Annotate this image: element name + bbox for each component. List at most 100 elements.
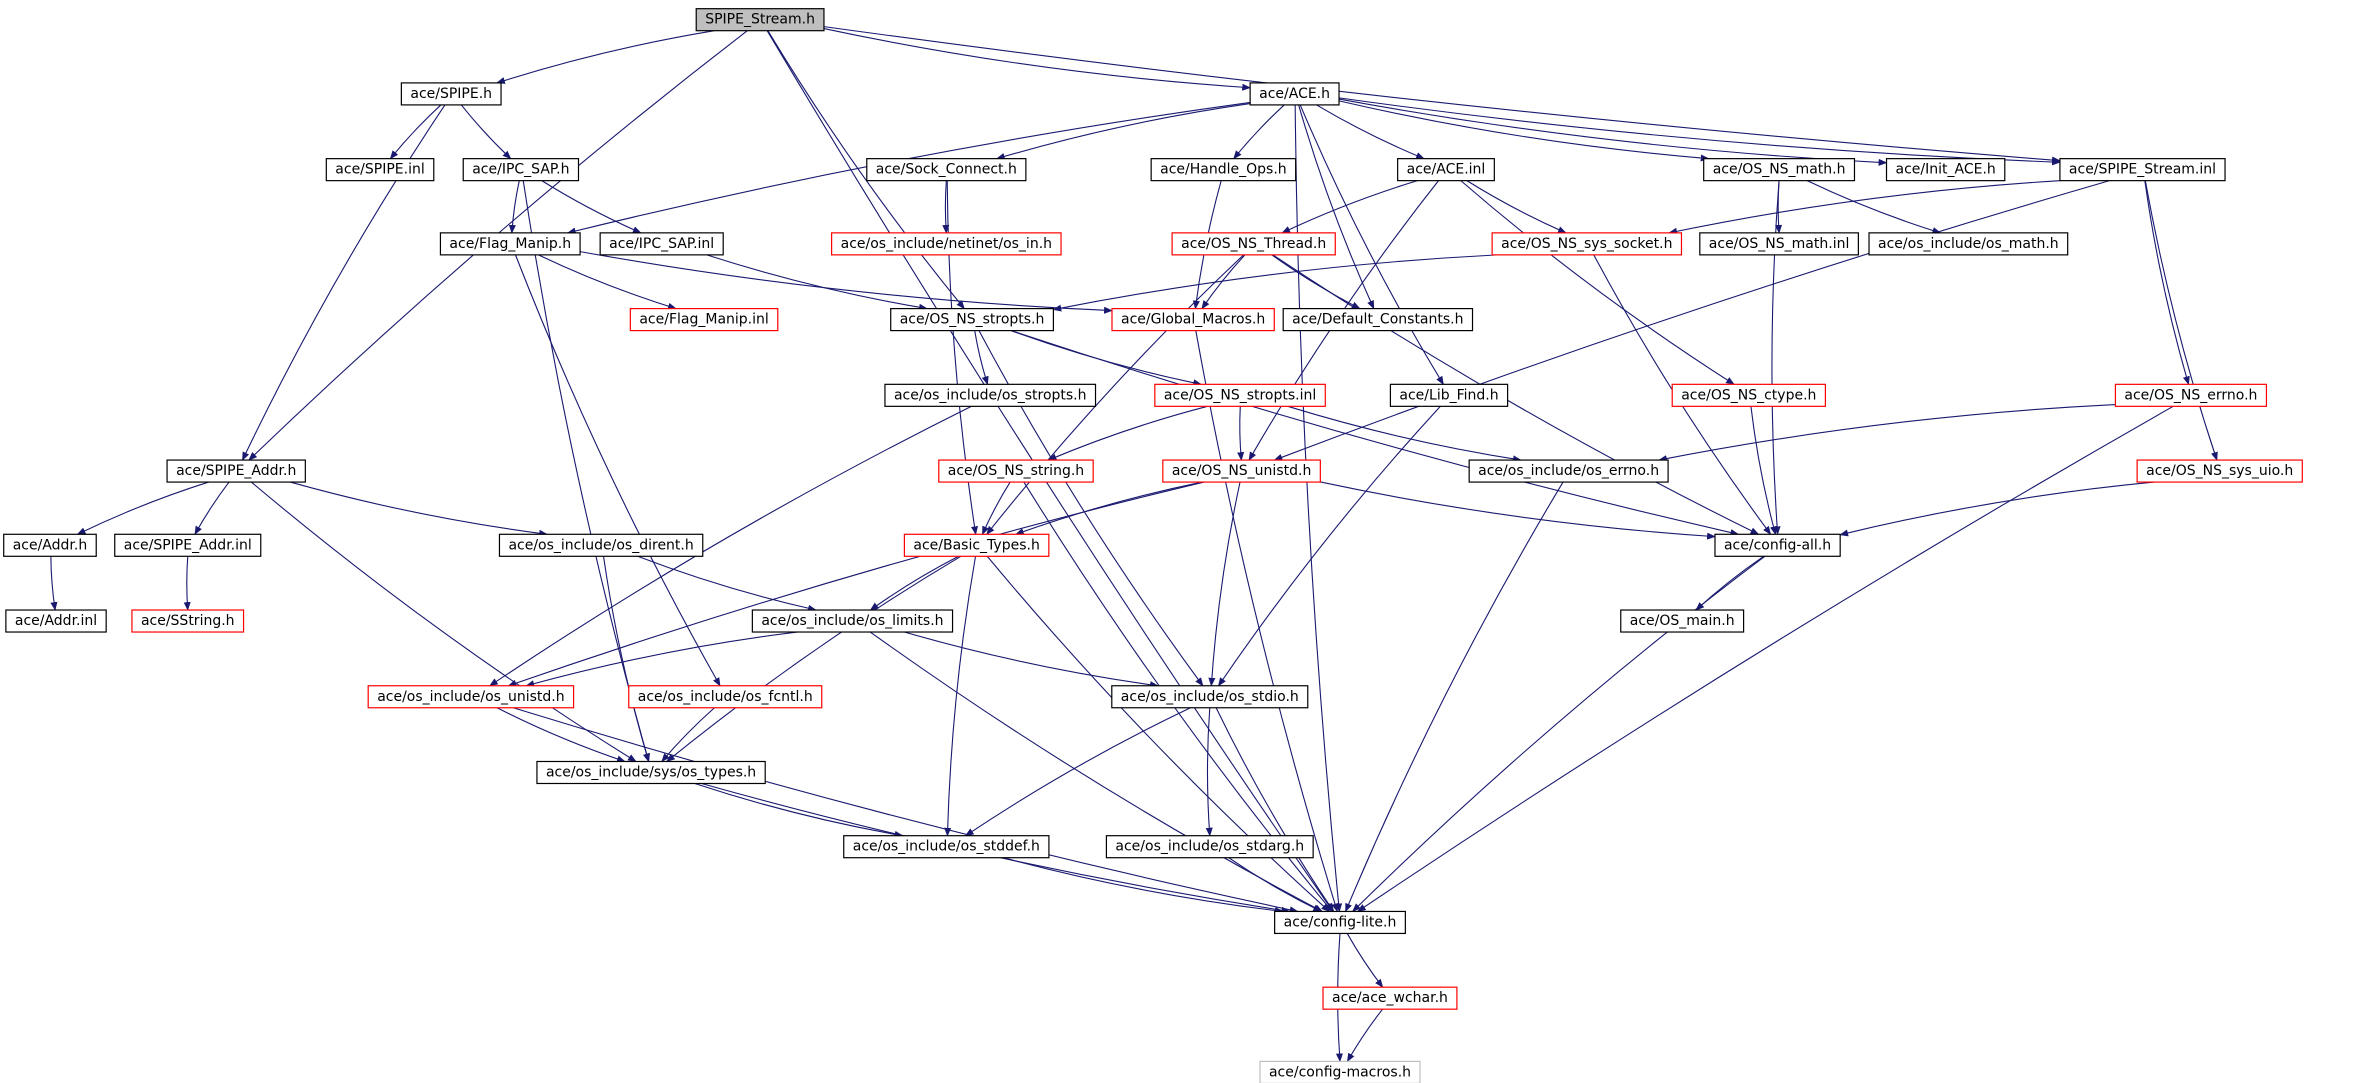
edge-ace-ace-inl-to-ace-os-ns-thread-h — [1281, 180, 1418, 234]
edge-ace-spipe-addr-h-to-ace-addr-h — [76, 481, 209, 535]
edge-os-stdio-h-to-os-stdarg-h — [1205, 707, 1213, 837]
node-label: ace/Handle_Ops.h — [1160, 162, 1287, 178]
node-label: ace/os_include/os_errno.h — [1478, 463, 1659, 479]
node-ace-os-ns-string-h[interactable]: ace/OS_NS_string.h — [938, 459, 1094, 483]
node-ace-os-ns-stropts-inl[interactable]: ace/OS_NS_stropts.inl — [1154, 383, 1326, 407]
node-box — [1885, 158, 2006, 182]
node-ace-spipe-inl[interactable]: ace/SPIPE.inl — [325, 158, 435, 182]
node-ace-lib-find-h[interactable]: ace/Lib_Find.h — [1389, 383, 1509, 407]
edge-ace-ipc-sap-inl-to-ace-os-ns-stropts-h — [706, 254, 928, 311]
node-ace-os-ns-thread-h[interactable]: ace/OS_NS_Thread.h — [1171, 232, 1336, 256]
node-ace-os-ns-sys-socket-h[interactable]: ace/OS_NS_sys_socket.h — [1491, 232, 1683, 256]
node-box — [325, 158, 435, 182]
node-box — [1249, 82, 1340, 106]
node-label: ace/os_include/os_unistd.h — [377, 689, 564, 705]
node-box — [1282, 307, 1474, 332]
node-label: ace/os_include/os_dirent.h — [508, 537, 693, 553]
node-ace-ace-h[interactable]: ace/ACE.h — [1249, 82, 1340, 106]
node-os-errno-h[interactable]: ace/os_include/os_errno.h — [1468, 459, 1669, 483]
edge-ace-os-ns-sys-uio-h-to-ace-config-all-h — [1839, 481, 2155, 537]
node-box — [884, 383, 1097, 407]
node-box — [1322, 986, 1458, 1010]
node-box — [1491, 232, 1683, 256]
node-os-in-h[interactable]: ace/os_include/netinet/os_in.h — [831, 232, 1062, 256]
node-box — [498, 533, 704, 557]
node-ace-spipe-addr-inl[interactable]: ace/SPIPE_Addr.inl — [114, 533, 262, 557]
node-ace-os-ns-stropts-h[interactable]: ace/OS_NS_stropts.h — [890, 307, 1055, 332]
edge-ace-os-ns-stropts-inl-to-os-errno-h — [1287, 405, 1522, 463]
node-box — [1111, 685, 1309, 709]
node-box — [1714, 533, 1841, 557]
node-box — [938, 459, 1094, 483]
node-os-math-h[interactable]: ace/os_include/os_math.h — [1868, 232, 2069, 256]
node-box — [1389, 383, 1509, 407]
node-ace-config-lite-h[interactable]: ace/config-lite.h — [1274, 910, 1406, 935]
node-ace-flag-manip-h[interactable]: ace/Flag_Manip.h — [439, 232, 581, 256]
node-ace-init-ace-h[interactable]: ace/Init_ACE.h — [1885, 158, 2006, 182]
node-ace-flag-manip-inl[interactable]: ace/Flag_Manip.inl — [629, 307, 779, 332]
node-label: ace/config-macros.h — [1269, 1064, 1411, 1080]
node-spipe-stream-h[interactable]: SPIPE_Stream.h — [695, 8, 825, 32]
node-os-stddef-h[interactable]: ace/os_include/os_stddef.h — [843, 835, 1050, 859]
node-ace-default-constants-h[interactable]: ace/Default_Constants.h — [1282, 307, 1474, 332]
node-ace-os-ns-math-inl[interactable]: ace/OS_NS_math.inl — [1699, 232, 1859, 256]
node-box — [2114, 383, 2268, 407]
node-box — [1162, 459, 1321, 483]
edge-ace-os-ns-sys-socket-h-to-ace-os-ns-stropts-h — [1052, 254, 1498, 312]
node-label: ace/SPIPE.inl — [335, 162, 424, 178]
edge-os-dirent-h-to-sys-os-types-h — [602, 556, 650, 763]
node-os-fcntl-h[interactable]: ace/os_include/os_fcntl.h — [628, 685, 823, 709]
node-ace-ace-wchar-h[interactable]: ace/ace_wchar.h — [1322, 986, 1458, 1010]
node-ace-spipe-stream-inl[interactable]: ace/SPIPE_Stream.inl — [2059, 158, 2226, 182]
node-box — [5, 609, 107, 633]
node-ace-sock-connect-h[interactable]: ace/Sock_Connect.h — [866, 158, 1027, 182]
edge-ace-os-ns-unistd-h-to-ace-basic-types-h — [1015, 481, 1203, 535]
edge-ace-spipe-addr-h-to-os-dirent-h — [290, 481, 548, 537]
node-box — [3, 533, 97, 557]
edge-ace-os-ns-unistd-h-to-os-stdio-h — [1208, 481, 1241, 687]
node-box — [1699, 232, 1859, 256]
node-ace-config-all-h[interactable]: ace/config-all.h — [1714, 533, 1841, 557]
node-ace-os-ns-errno-h[interactable]: ace/OS_NS_errno.h — [2114, 383, 2268, 407]
node-ace-os-ns-sys-uio-h[interactable]: ace/OS_NS_sys_uio.h — [2136, 459, 2303, 483]
node-os-dirent-h[interactable]: ace/os_include/os_dirent.h — [498, 533, 704, 557]
node-label: ace/OS_NS_math.inl — [1709, 236, 1850, 252]
node-ace-global-macros-h[interactable]: ace/Global_Macros.h — [1111, 307, 1275, 332]
node-os-stdarg-h[interactable]: ace/os_include/os_stdarg.h — [1105, 835, 1314, 859]
node-box — [1105, 835, 1314, 859]
node-ace-os-main-h[interactable]: ace/OS_main.h — [1620, 609, 1745, 633]
edge-ace-os-ns-stropts-h-to-os-stropts-h — [974, 330, 989, 386]
node-ace-os-ns-math-h[interactable]: ace/OS_NS_math.h — [1703, 158, 1856, 182]
node-ace-addr-h[interactable]: ace/Addr.h — [3, 533, 97, 557]
edge-ace-os-ns-thread-h-to-ace-global-macros-h — [1201, 254, 1246, 310]
node-label: ace/Flag_Manip.inl — [639, 312, 768, 328]
node-sys-os-types-h[interactable]: ace/os_include/sys/os_types.h — [536, 760, 766, 785]
node-box — [1868, 232, 2069, 256]
node-ace-spipe-h[interactable]: ace/SPIPE.h — [400, 82, 502, 106]
node-os-stdio-h[interactable]: ace/os_include/os_stdio.h — [1111, 685, 1309, 709]
node-ace-ipc-sap-inl[interactable]: ace/IPC_SAP.inl — [599, 232, 724, 256]
edge-ace-basic-types-h-to-os-stddef-h — [944, 556, 977, 837]
node-box — [1150, 158, 1297, 182]
node-ace-ipc-sap-h[interactable]: ace/IPC_SAP.h — [462, 158, 580, 182]
node-label: ace/OS_NS_sys_uio.h — [2146, 463, 2293, 479]
node-ace-addr-inl[interactable]: ace/Addr.inl — [5, 609, 107, 633]
edge-os-stropts-h-to-os-unistd-h — [489, 405, 972, 687]
node-ace-spipe-addr-h[interactable]: ace/SPIPE_Addr.h — [166, 459, 306, 483]
node-ace-os-ns-unistd-h[interactable]: ace/OS_NS_unistd.h — [1162, 459, 1321, 483]
node-os-unistd-h[interactable]: ace/os_include/os_unistd.h — [367, 685, 575, 709]
node-os-limits-h[interactable]: ace/os_include/os_limits.h — [751, 609, 954, 633]
edge-ace-global-macros-h-to-ace-config-lite-h — [1195, 330, 1339, 913]
edge-ace-addr-h-to-ace-addr-inl — [50, 556, 58, 611]
node-ace-os-ns-ctype-h[interactable]: ace/OS_NS_ctype.h — [1671, 383, 1826, 407]
node-os-stropts-h[interactable]: ace/os_include/os_stropts.h — [884, 383, 1097, 407]
node-ace-sstring-h[interactable]: ace/SString.h — [131, 609, 245, 633]
node-label: ace/os_include/os_limits.h — [761, 613, 943, 629]
node-ace-ace-inl[interactable]: ace/ACE.inl — [1397, 158, 1495, 182]
node-ace-handle-ops-h[interactable]: ace/Handle_Ops.h — [1150, 158, 1297, 182]
node-label: ace/os_include/os_math.h — [1878, 236, 2059, 252]
node-ace-basic-types-h[interactable]: ace/Basic_Types.h — [903, 533, 1050, 557]
node-ace-config-macros-h[interactable]: ace/config-macros.h — [1259, 1060, 1421, 1083]
node-label: ace/Default_Constants.h — [1292, 312, 1463, 328]
edge-os-dirent-h-to-os-limits-h — [637, 555, 817, 612]
